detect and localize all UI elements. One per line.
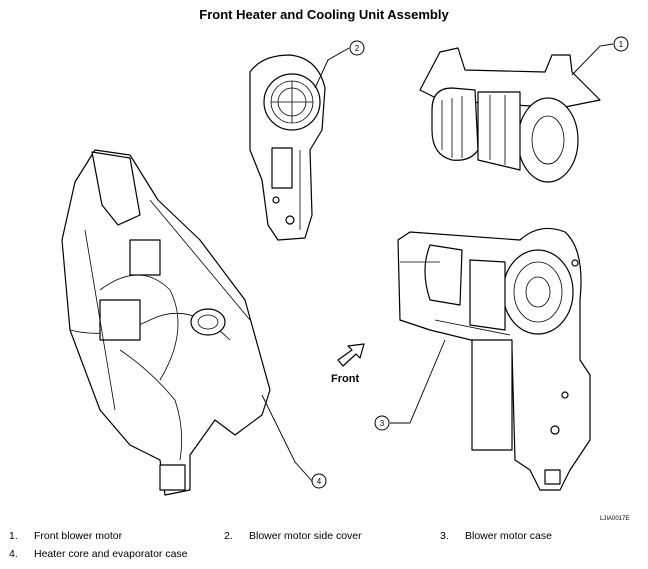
legend-number: 3. [440,530,449,542]
blower-motor-side-cover-drawing [249,54,326,241]
heater-core-evaporator-case-drawing [61,149,271,496]
svg-text:1: 1 [619,40,624,49]
front-direction-label: Front [331,373,360,385]
callout-2: 2 [349,40,365,56]
legend-label: Blower motor case [465,530,552,542]
svg-text:3: 3 [380,419,385,428]
front-blower-motor-drawing [419,47,601,183]
callout-3: 3 [374,415,390,431]
assembly-diagram: 2 1 3 4 [61,36,629,496]
legend-number: 4. [9,548,18,560]
svg-text:2: 2 [355,44,360,53]
legend-label: Front blower motor [34,530,123,542]
diagram-title: Front Heater and Cooling Unit Assembly [199,7,449,22]
front-direction-arrow [337,343,365,367]
legend-number: 2. [224,530,233,542]
blower-motor-case-drawing [397,227,591,491]
svg-text:4: 4 [317,477,322,486]
legend-label: Blower motor side cover [249,530,362,542]
figure-code: LJIA0017E [600,516,630,522]
legend-label: Heater core and evaporator case [34,548,188,560]
callout-1: 1 [613,36,629,52]
legend-number: 1. [9,530,18,542]
callout-4: 4 [311,473,327,489]
